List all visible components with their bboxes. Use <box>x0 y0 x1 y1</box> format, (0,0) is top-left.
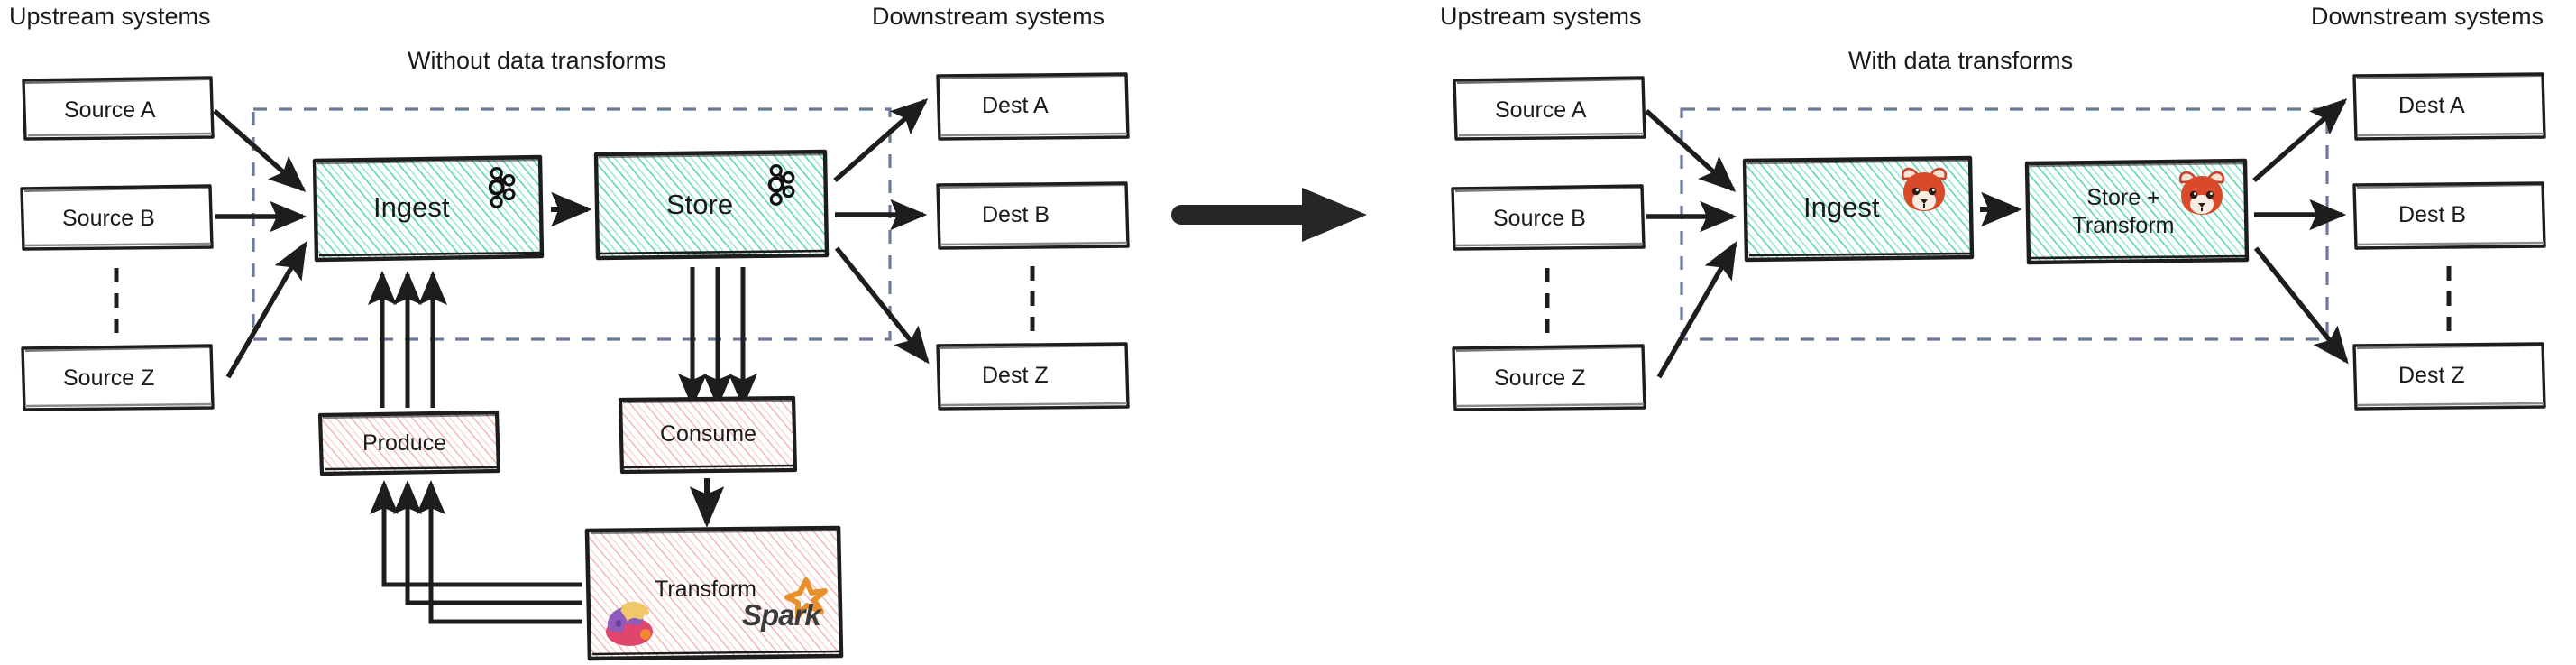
right-dest-a-label: Dest A <box>2398 93 2465 118</box>
left-upstream-header: Upstream systems <box>9 3 211 30</box>
right-dest-b-label: Dest B <box>2398 202 2467 227</box>
transition-arrow <box>1171 188 1367 242</box>
right-source-z-label: Source Z <box>1494 365 1586 391</box>
left-dest-b-label: Dest B <box>982 202 1050 227</box>
left-consume-box <box>618 395 798 475</box>
right-downstream-header: Downstream systems <box>2311 3 2544 30</box>
right-store-to-dest-a-arrow <box>2252 98 2348 183</box>
right-upstream-header: Upstream systems <box>1440 3 1642 30</box>
right-ingest-label: Ingest <box>1803 191 1880 223</box>
right-dest-z-label: Dest Z <box>2398 363 2465 388</box>
left-source-z-box <box>21 344 215 411</box>
spark-wordmark: Spark <box>742 598 821 632</box>
right-source-b-box <box>1451 184 1646 251</box>
right-source-z-to-ingest-arrow <box>1656 241 1737 379</box>
spark-icon <box>784 577 828 619</box>
left-downstream-header: Downstream systems <box>872 3 1105 30</box>
left-store-to-dest-z-arrow <box>834 246 930 365</box>
redpanda-icon <box>1901 167 1948 211</box>
left-produce-label: Produce <box>362 430 447 456</box>
left-store-box <box>593 149 830 261</box>
left-source-z-label: Source Z <box>63 365 155 391</box>
right-store-to-dest-z-arrow <box>2253 246 2349 365</box>
right-source-a-to-ingest-arrow <box>1645 108 1737 192</box>
right-source-z-box <box>1452 344 1646 411</box>
left-transform-label: Transform <box>655 577 756 602</box>
right-dest-a-box <box>2352 72 2546 141</box>
produce-to-ingest-arrows <box>367 271 447 408</box>
right-store-transform-label-line1: Store + <box>2086 185 2160 210</box>
right-source-b-label: Source B <box>1493 206 1586 231</box>
left-ingest-label: Ingest <box>373 191 450 223</box>
left-source-a-label: Source A <box>64 97 156 123</box>
right-source-a-box <box>1453 76 1646 141</box>
left-ingest-box <box>312 154 545 263</box>
right-dest-z-box <box>2352 342 2546 411</box>
left-produce-box <box>317 410 501 476</box>
left-dest-a-label: Dest A <box>982 93 1049 118</box>
left-boundary-dashed-box <box>252 107 892 341</box>
left-source-b-box <box>20 184 214 251</box>
store-to-consume-arrows <box>678 267 758 408</box>
flink-icon <box>606 601 653 646</box>
left-dest-z-box <box>936 342 1130 411</box>
kafka-icon <box>488 166 516 208</box>
transform-to-produce-feedback-paths <box>369 480 582 624</box>
kafka-icon <box>767 163 795 206</box>
left-panel-title: Without data transforms <box>408 47 666 74</box>
right-dest-b-box <box>2352 181 2546 250</box>
left-store-label: Store <box>666 189 734 220</box>
left-source-a-to-ingest-arrow <box>213 108 307 192</box>
left-store-to-dest-a-arrow <box>833 98 929 183</box>
left-source-a-box <box>22 76 215 141</box>
left-dest-a-box <box>936 72 1130 141</box>
left-dest-b-box <box>936 181 1130 250</box>
left-source-z-to-ingest-arrow <box>225 241 307 379</box>
redpanda-icon <box>2178 171 2225 215</box>
left-dest-z-label: Dest Z <box>982 363 1049 388</box>
right-store-transform-label-line2: Transform <box>2072 213 2175 238</box>
right-panel-title: With data transforms <box>1848 47 2074 74</box>
left-source-b-label: Source B <box>62 206 155 231</box>
left-consume-label: Consume <box>660 421 756 447</box>
right-source-a-label: Source A <box>1495 97 1587 123</box>
